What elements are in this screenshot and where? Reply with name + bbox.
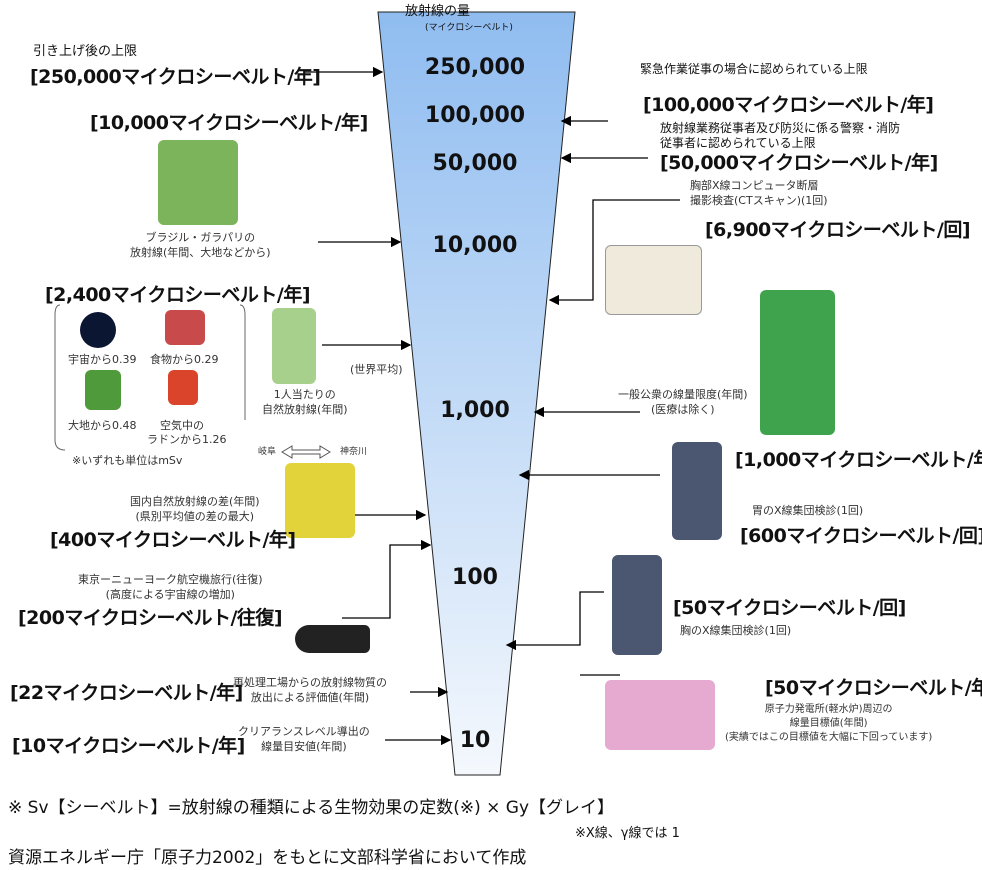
raised-limit-value: [250,000マイクロシーベルト/年] <box>30 66 321 88</box>
level-250000: 250,000 <box>424 55 526 80</box>
npp-desc-line: 原子力発電所(軽水炉)周辺の <box>764 704 893 715</box>
flight-desc-line: (高度による宇宙線の増加) <box>105 588 235 601</box>
arrow <box>548 199 680 306</box>
truck-illustration <box>285 463 355 538</box>
domestic-desc-line: (県別平均値の差の最大) <box>135 510 255 523</box>
funnel-title: 放射線の量 <box>405 4 471 19</box>
reprocess-desc-line: 放出による評価値(年間) <box>250 691 370 704</box>
domestic-desc-line: 国内自然放射線の差(年間) <box>130 495 260 508</box>
stomach-value: [600マイクロシーベルト/回] <box>740 525 982 547</box>
world-average: (世界平均) <box>350 363 403 376</box>
worker-desc-line: 従事者に認められている上限 <box>660 136 816 150</box>
arrow <box>342 539 432 619</box>
nuclear-plant-illustration <box>605 680 715 750</box>
worker-value: [50,000マイクロシーベルト/年] <box>660 152 938 174</box>
natural-note: ※いずれも単位はmSv <box>72 454 183 467</box>
worker-desc-line: 放射線業務従事者及び防災に係る警察・消防 <box>660 121 901 135</box>
tree-icon <box>85 370 121 410</box>
ct-scanner-illustration <box>605 245 702 315</box>
arrow <box>505 591 604 651</box>
reprocess-value: [22マイクロシーベルト/年] <box>10 682 243 704</box>
npp-value: [50マイクロシーベルト/年] <box>765 677 982 699</box>
chest-desc: 胸のX線集団検診(1回) <box>680 624 792 637</box>
double-arrow-icon <box>281 445 331 459</box>
brazil-illustration <box>158 140 238 225</box>
domestic-value: [400マイクロシーベルト/年] <box>50 529 296 551</box>
food-icon <box>165 310 205 345</box>
clearance-desc: クリアランスレベル導出の線量目安値(年間) <box>238 724 370 754</box>
per-person: 1人当たりの自然放射線(年間) <box>262 387 348 417</box>
flight-desc-line: 東京ーニューヨーク航空機旅行(往復) <box>78 573 263 586</box>
level-10: 10 <box>459 728 491 753</box>
emergency-label: 緊急作業従事の場合に認められている上限 <box>640 62 868 76</box>
stomach-desc: 胃のX線集団検診(1回) <box>752 504 864 517</box>
natural-space: 宇宙から0.39 <box>68 353 137 366</box>
bracket <box>54 304 246 451</box>
per-person-line: 1人当たりの <box>273 388 336 401</box>
dose-funnel <box>377 11 576 776</box>
public-desc: 一般公衆の線量限度(年間) (医療は除く) <box>618 387 748 417</box>
level-100: 100 <box>452 565 498 590</box>
ct-value: [6,900マイクロシーベルト/回] <box>705 219 971 241</box>
flight-value: [200マイクロシーベルト/往復] <box>18 607 283 629</box>
kanagawa: 神奈川 <box>340 447 368 457</box>
natural-air: 空気中の <box>160 419 204 432</box>
natural-food: 食物から0.29 <box>150 353 219 366</box>
tennis-player-illustration <box>272 308 316 384</box>
level-50000: 50,000 <box>432 151 518 176</box>
brazil-desc-line: ブラジル・ガラパリの <box>145 231 256 244</box>
npp-desc: 原子力発電所(軽水炉)周辺の線量目標値(年間) (実績ではこの目標値を大幅に下回っ… <box>725 703 932 745</box>
chest-value: [50マイクロシーベルト/回] <box>673 597 906 619</box>
formula-note: ※ Sv【シーベルト】=放射線の種類による生物効果の定数(※) × Gy【グレイ… <box>8 798 615 818</box>
space-icon <box>80 312 116 348</box>
public-desc-line: 一般公衆の線量限度(年間) <box>618 388 748 401</box>
coefficient-note: ※X線、γ線では 1 <box>575 826 680 841</box>
emergency-value: [100,000マイクロシーベルト/年] <box>643 94 934 116</box>
ct-desc: 胸部X線コンピュータ断層撮影検査(CTスキャン)(1回) <box>690 178 828 208</box>
npp-desc-line: (実績ではこの目標値を大幅に下回っています) <box>725 732 933 743</box>
person-radon-icon <box>168 370 198 405</box>
airplane-illustration <box>295 625 370 653</box>
source-note: 資源エネルギー庁「原子力2002」をもとに文部科学省において作成 <box>8 848 527 868</box>
ct-desc-line: 胸部X線コンピュータ断層 <box>690 179 819 192</box>
public-desc-line: (医療は除く) <box>651 403 715 416</box>
funnel-unit: (マイクロシーベルト) <box>425 23 513 33</box>
gifu: 岐阜 <box>258 447 277 457</box>
natural-value: [2,400マイクロシーベルト/年] <box>45 284 311 306</box>
ct-desc-line: 撮影検査(CTスキャン)(1回) <box>690 194 828 207</box>
domestic-desc: 国内自然放射線の差(年間) (県別平均値の差の最大) <box>130 494 260 524</box>
stomach-xray-illustration <box>672 442 722 540</box>
clearance-desc-line: 線量目安値(年間) <box>261 740 347 753</box>
brazil-desc-line: 放射線(年間、大地などから) <box>130 246 271 259</box>
clearance-desc-line: クリアランスレベル導出の <box>238 725 370 738</box>
per-person-line: 自然放射線(年間) <box>262 403 348 416</box>
clearance-value: [10マイクロシーベルト/年] <box>12 735 245 757</box>
worker-desc: 放射線業務従事者及び防災に係る警察・消防従事者に認められている上限 <box>660 121 900 151</box>
reprocess-desc-line: 再処理工場からの放射線物質の <box>233 676 387 689</box>
public-value: [1,000マイクロシーベルト/年] <box>735 449 982 471</box>
brazil-desc: ブラジル・ガラパリの放射線(年間、大地などから) <box>130 230 271 260</box>
natural-radon: ラドンから1.26 <box>147 433 227 446</box>
flight-desc: 東京ーニューヨーク航空機旅行(往復) (高度による宇宙線の増加) <box>78 572 263 602</box>
family-illustration <box>760 290 835 435</box>
raised-limit-label: 引き上げ後の上限 <box>33 44 138 59</box>
reprocess-desc: 再処理工場からの放射線物質の放出による評価値(年間) <box>233 675 387 705</box>
npp-desc-line: 線量目標値(年間) <box>789 718 868 729</box>
level-1000: 1,000 <box>440 398 510 423</box>
brazil-value: [10,000マイクロシーベルト/年] <box>90 112 368 134</box>
natural-ground: 大地から0.48 <box>68 419 137 432</box>
chest-xray-illustration <box>612 555 662 655</box>
level-10000: 10,000 <box>432 233 518 258</box>
level-100000: 100,000 <box>424 103 526 128</box>
